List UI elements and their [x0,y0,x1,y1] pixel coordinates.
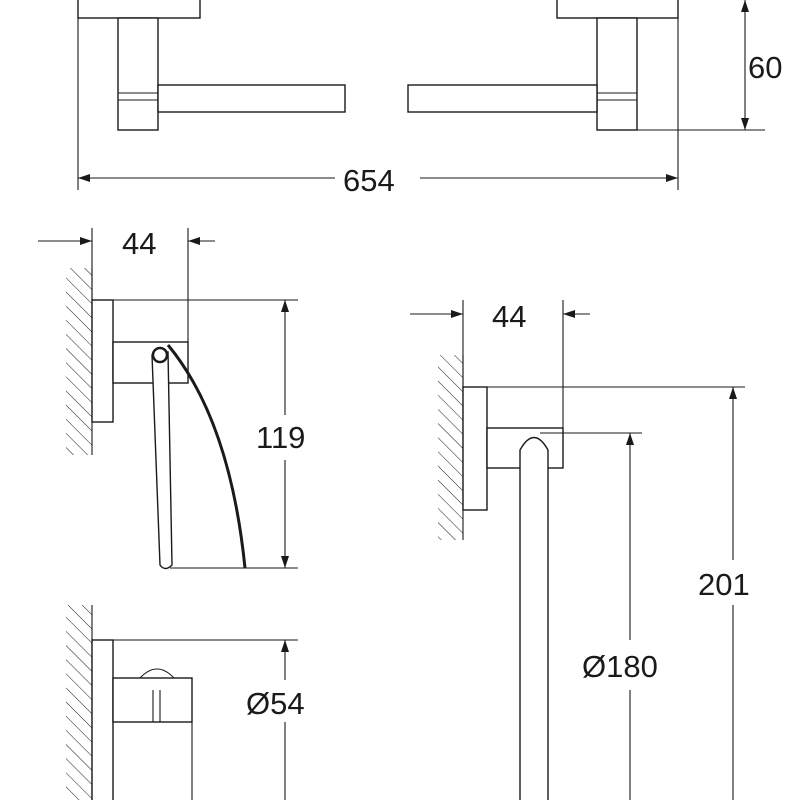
paper-holder-depth-label: 44 [122,226,156,261]
towel-bar-height-label: 60 [748,50,782,85]
towel-ring-height-label: 201 [698,567,750,602]
robe-hook: Ø54 [66,605,305,800]
paper-holder: 44 119 [38,226,305,570]
towel-ring-diameter-label: Ø180 [582,649,658,684]
towel-bar-length-label: 654 [343,163,395,198]
robe-hook-diameter-label: Ø54 [246,686,305,721]
towel-ring-depth-label: 44 [492,299,526,334]
towel-ring: 44 201 Ø180 [410,299,750,800]
paper-holder-height-label: 119 [256,420,305,455]
towel-bar: 60 654 [77,0,782,198]
